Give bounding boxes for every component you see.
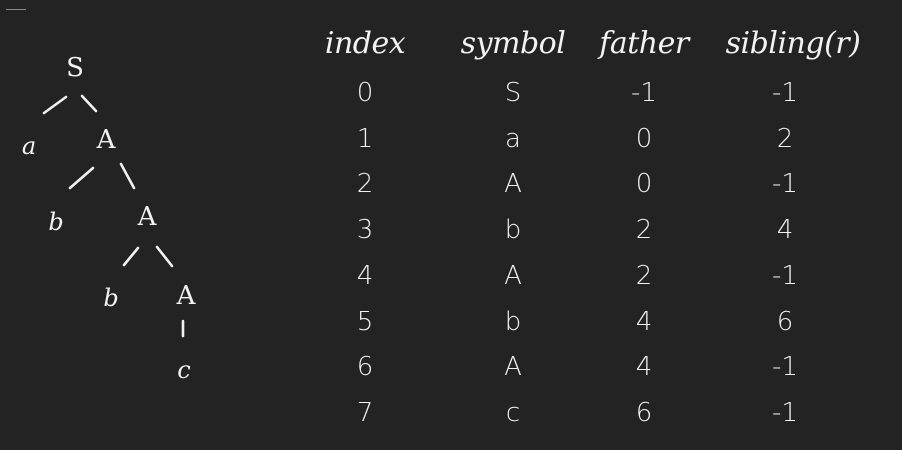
edge-s-A bbox=[80, 94, 98, 113]
symbol-cell-row-1: a bbox=[505, 123, 521, 154]
father-cell-row-6: 4 bbox=[635, 352, 653, 383]
sibling-cell-row-7: -1 bbox=[772, 397, 798, 428]
father-cell-row-0: -1 bbox=[631, 78, 657, 108]
tree-node-c: c bbox=[177, 356, 191, 384]
sibling-cell-row-2: -1 bbox=[772, 169, 798, 200]
sibling-cell-row-5: 6 bbox=[776, 306, 794, 337]
tree-node-A3: A bbox=[176, 281, 196, 311]
index-cell-row-0: 0 bbox=[356, 78, 374, 108]
father-cell-row-1: 0 bbox=[635, 123, 653, 154]
edge-A2-A3 bbox=[155, 245, 174, 268]
edge-A1-A2 bbox=[119, 162, 136, 190]
symbol-cell-row-0: S bbox=[504, 78, 522, 108]
index-cell-row-3: 3 bbox=[356, 215, 374, 246]
symbol-cell-row-6: A bbox=[504, 352, 522, 383]
index-cell-row-6: 6 bbox=[356, 352, 374, 383]
header-index: index bbox=[324, 26, 406, 61]
tree-table: index symbol father sibling(r) 0 S -1 -1 1 a 0… bbox=[300, 18, 900, 438]
tree-edges bbox=[42, 94, 185, 338]
index-cell-row-7: 7 bbox=[356, 397, 374, 428]
tree-node-A1: A bbox=[96, 125, 116, 155]
father-cell-row-2: 0 bbox=[635, 169, 653, 200]
edge-A1-b bbox=[68, 166, 95, 190]
edge-A2-b bbox=[122, 246, 140, 267]
tree-node-a: a bbox=[21, 132, 37, 160]
index-cell-row-5: 5 bbox=[356, 306, 374, 337]
father-cell-row-5: 4 bbox=[635, 306, 653, 337]
sibling-cell-row-6: -1 bbox=[772, 352, 798, 383]
father-cell-row-7: 6 bbox=[635, 397, 653, 428]
sibling-cell-row-1: 2 bbox=[776, 123, 794, 154]
index-cell-row-4: 4 bbox=[356, 260, 374, 291]
parse-tree: S a A b A b A c bbox=[0, 0, 300, 450]
tree-node-b2: b bbox=[103, 284, 119, 312]
edge-s-a bbox=[42, 95, 68, 115]
top-rule bbox=[6, 9, 26, 10]
sibling-cell-row-4: -1 bbox=[772, 260, 798, 291]
symbol-cell-row-5: b bbox=[504, 306, 522, 337]
sibling-cell-row-0: -1 bbox=[772, 78, 798, 108]
symbol-cell-row-2: A bbox=[504, 169, 522, 200]
father-cell-row-4: 2 bbox=[635, 260, 653, 291]
tree-node-b1: b bbox=[48, 208, 64, 236]
tree-node-S: S bbox=[66, 53, 84, 83]
tree-node-A2: A bbox=[137, 202, 157, 232]
index-cell-row-2: 2 bbox=[356, 169, 374, 200]
header-father: father bbox=[599, 26, 689, 61]
header-sibling: sibling(r) bbox=[725, 26, 861, 61]
symbol-cell-row-3: b bbox=[504, 215, 522, 246]
sibling-cell-row-3: 4 bbox=[776, 215, 794, 246]
father-cell-row-3: 2 bbox=[635, 215, 653, 246]
index-cell-row-1: 1 bbox=[356, 123, 374, 154]
symbol-cell-row-7: c bbox=[505, 397, 521, 428]
symbol-cell-row-4: A bbox=[504, 260, 522, 291]
header-symbol: symbol bbox=[460, 26, 566, 61]
